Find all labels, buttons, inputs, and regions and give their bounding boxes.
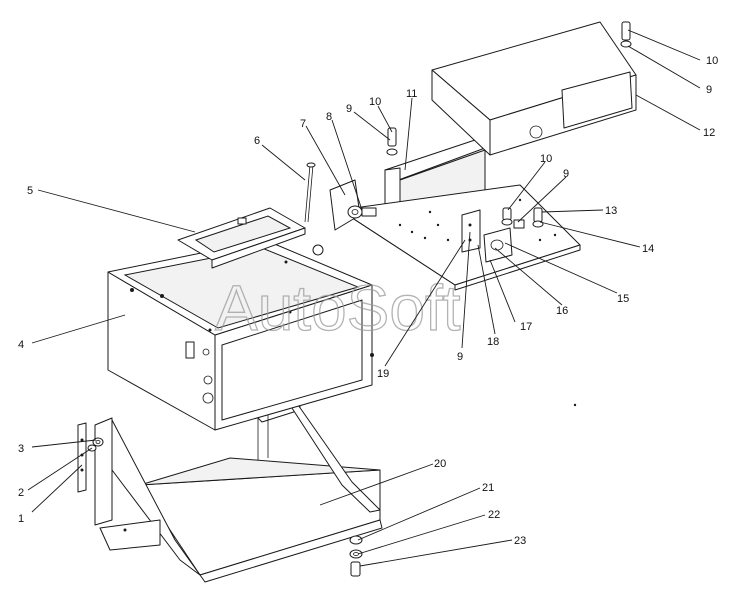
callout-8: 8 [326, 111, 332, 123]
callout-21: 21 [482, 482, 494, 494]
callout-6: 6 [254, 135, 260, 147]
callout-14: 14 [642, 243, 654, 255]
callout-16: 16 [556, 305, 568, 317]
callout-18: 18 [487, 336, 499, 348]
callout-22: 22 [488, 509, 500, 521]
callout-12: 12 [703, 127, 715, 139]
callout-10-top-right: 10 [706, 55, 718, 67]
clamp-bolt [329, 179, 377, 231]
callout-10-upper: 10 [369, 96, 381, 108]
callout-labels: 1 2 3 4 5 6 7 8 9 10 11 10 9 12 10 9 13 … [18, 55, 718, 547]
left-bracket-strip [77, 422, 87, 493]
bolt-set-top-right [620, 21, 632, 48]
callout-1: 1 [18, 513, 24, 525]
bolt-set-upper [386, 127, 398, 156]
terminal-block-left [461, 209, 481, 253]
hold-down-rod [304, 162, 316, 223]
callout-23: 23 [514, 535, 526, 547]
callout-9-top-right: 9 [706, 84, 712, 96]
battery-box [107, 239, 374, 431]
callout-2: 2 [18, 487, 24, 499]
callout-13: 13 [605, 205, 617, 217]
callout-9-upper: 9 [346, 103, 352, 115]
callout-10-mid: 10 [540, 153, 552, 165]
bolt-set-mid [501, 207, 544, 229]
leader-lines [27, 29, 701, 567]
callout-3: 3 [18, 443, 24, 455]
callout-19: 19 [377, 368, 389, 380]
callout-9-lower: 9 [457, 351, 463, 363]
callout-7: 7 [300, 118, 306, 130]
callout-20: 20 [434, 458, 446, 470]
callout-11: 11 [406, 88, 417, 100]
callout-5: 5 [27, 185, 33, 197]
cover-box [431, 21, 637, 156]
callout-17: 17 [520, 321, 532, 333]
support-tray [94, 399, 383, 583]
hold-down-frame [177, 207, 324, 269]
plate-holes [398, 198, 577, 407]
callout-4: 4 [18, 339, 24, 351]
watermark-text: AutoSoft [215, 272, 461, 344]
callout-15: 15 [617, 293, 629, 305]
callout-9-mid: 9 [563, 168, 569, 180]
fastener-stack-lower [349, 535, 363, 577]
terminal-block-right [483, 227, 513, 263]
